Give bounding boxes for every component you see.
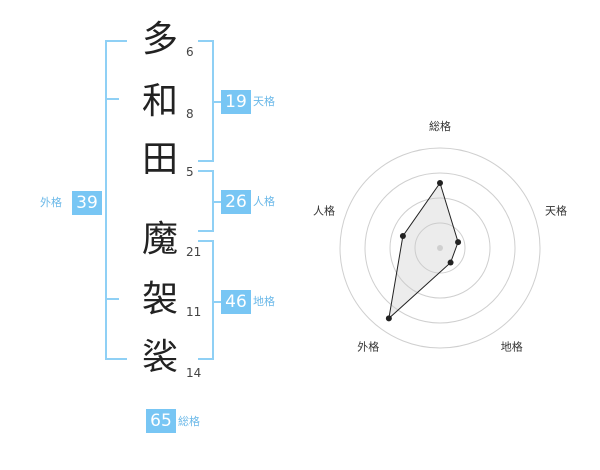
radar-point <box>455 239 462 246</box>
chikaku-label: 地格 <box>253 295 275 308</box>
name-char: 魔 <box>141 219 178 260</box>
gaikaku-label: 外格 <box>40 196 62 209</box>
radar-point <box>437 180 443 186</box>
jinkaku-value: 26 <box>221 190 251 214</box>
stroke-count: 21 <box>186 245 202 259</box>
radar-axis-label: 総格 <box>429 119 451 133</box>
bracket-tick <box>105 298 119 300</box>
radar-ring <box>339 147 541 349</box>
soukaku-value: 65 <box>146 409 176 433</box>
stroke-count: 11 <box>186 305 202 319</box>
chikaku-bracket <box>198 240 214 360</box>
bracket-tick <box>105 98 119 100</box>
stroke-count: 14 <box>186 366 202 380</box>
bracket-tick <box>212 101 222 103</box>
stroke-count: 5 <box>186 165 194 179</box>
bracket-tick <box>212 201 222 203</box>
chikaku-value: 46 <box>221 290 251 314</box>
name-char: 和 <box>141 81 178 122</box>
gaikaku-bracket <box>105 40 127 360</box>
radar-axis-label: 地格 <box>501 340 523 354</box>
name-char: 田 <box>141 139 178 180</box>
stroke-count: 8 <box>186 107 194 121</box>
name-char: 多 <box>141 19 178 60</box>
stroke-count: 6 <box>186 45 194 59</box>
radar-axis-label: 外格 <box>357 340 379 354</box>
bracket-tick <box>212 301 222 303</box>
tenkaku-value: 19 <box>221 90 251 114</box>
radar-point <box>447 259 454 266</box>
soukaku-label: 総格 <box>178 415 200 428</box>
jinkaku-label: 人格 <box>253 195 275 208</box>
radar-point <box>399 232 406 239</box>
radar-ring <box>364 172 516 324</box>
name-char: 袈 <box>141 279 178 320</box>
radar-ring <box>389 197 491 299</box>
radar-area <box>388 181 459 320</box>
radar-axis-label: 天格 <box>545 203 567 217</box>
radar-axis-label: 人格 <box>313 203 335 217</box>
radar-point <box>385 315 392 322</box>
gaikaku-value: 39 <box>72 191 102 215</box>
name-char: 裟 <box>141 337 178 378</box>
tenkaku-label: 天格 <box>253 95 275 108</box>
radar-ring <box>414 222 466 274</box>
radar-center <box>437 245 443 251</box>
